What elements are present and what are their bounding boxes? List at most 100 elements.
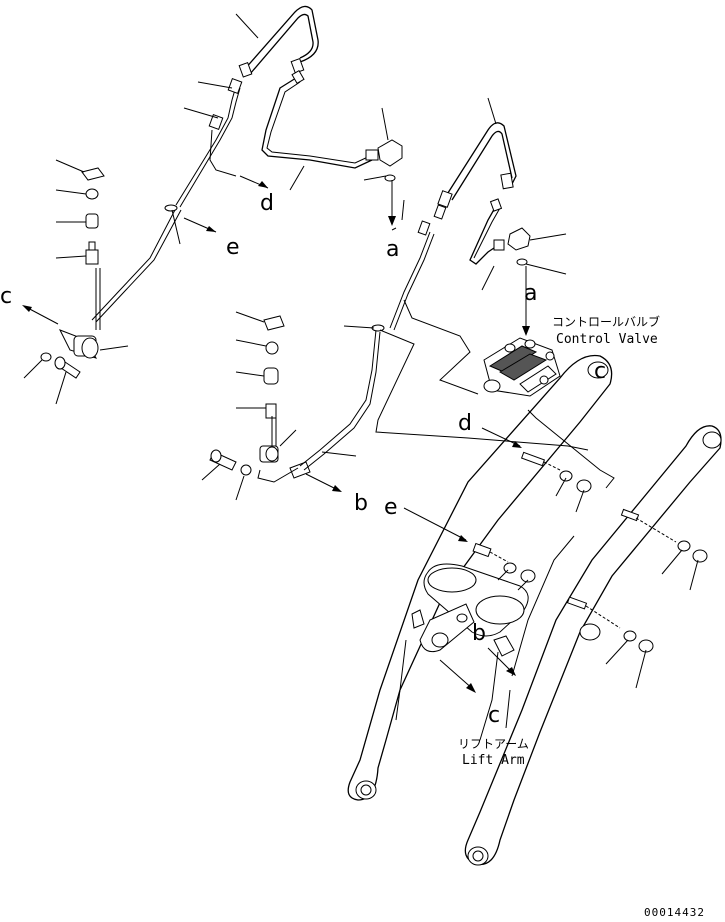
lift-arm-label-jp: リフトアーム	[458, 737, 529, 751]
drawing-code: 00014432	[644, 906, 705, 919]
pipe-fitting	[489, 198, 503, 212]
hose-loop-left	[243, 5, 319, 71]
label-d: d	[260, 191, 274, 216]
nut	[85, 188, 99, 200]
leader-line	[481, 265, 495, 291]
o-ring	[384, 174, 396, 182]
arrowhead	[522, 326, 530, 336]
leader-line	[235, 339, 267, 347]
valve-section	[488, 345, 538, 373]
arrowhead	[458, 535, 468, 542]
valve-section	[499, 353, 548, 381]
arm-pin-hole	[587, 361, 609, 379]
lift-arm-assembly	[347, 354, 722, 866]
bolt-head	[54, 356, 66, 370]
nut	[265, 341, 279, 355]
route-line	[403, 299, 479, 395]
nut	[576, 479, 592, 493]
arrow-b-right	[487, 647, 513, 673]
control-valve-label-en: Control Valve	[556, 332, 658, 347]
label-e: e	[384, 495, 398, 520]
valve-port	[539, 375, 549, 385]
valve-section	[519, 365, 557, 393]
arm-clip	[566, 596, 588, 610]
label-b: b	[354, 491, 368, 516]
arrow-e-right	[403, 507, 467, 541]
label-a: a	[386, 237, 399, 262]
arm-clip	[620, 508, 640, 522]
leader-line	[23, 359, 43, 379]
route-line	[375, 329, 589, 451]
leader-line	[289, 165, 305, 191]
leader-line	[55, 255, 87, 259]
tube	[91, 207, 177, 321]
leader-line	[235, 13, 259, 39]
clamp	[493, 635, 515, 657]
arm-clip	[520, 451, 546, 467]
tube-fitting	[227, 78, 243, 94]
leader-line	[689, 559, 699, 591]
leader-line	[55, 189, 87, 195]
cross-tube-end	[475, 595, 525, 625]
leader-line	[99, 345, 129, 351]
leader-line	[401, 199, 405, 221]
tube	[393, 233, 435, 331]
hose-loop-right-inner	[451, 130, 513, 201]
pipe	[469, 205, 501, 265]
pipe-inner	[473, 207, 501, 259]
leader-line	[279, 429, 297, 447]
pipe-inner	[266, 81, 371, 164]
arm-pin-inner	[360, 784, 372, 796]
valve-port	[504, 343, 516, 353]
tube	[175, 85, 237, 206]
leader-line	[555, 477, 567, 497]
clip	[263, 315, 285, 331]
leader-line	[605, 639, 629, 665]
arrowhead	[22, 305, 32, 312]
bracket	[289, 461, 311, 479]
o-ring	[516, 258, 528, 266]
arm-pin-hole	[579, 623, 601, 641]
tube	[299, 329, 377, 467]
arrowhead	[258, 181, 268, 188]
left-hose-assembly	[22, 5, 403, 405]
leader-line	[381, 107, 389, 141]
union	[85, 213, 99, 229]
nut	[638, 639, 654, 653]
dashed-line	[543, 461, 561, 471]
label-b: b	[472, 621, 486, 646]
label-c: c	[488, 703, 500, 728]
tube-fitting	[208, 114, 224, 130]
arm-pin-hole	[702, 431, 722, 449]
middle-hose-assembly	[201, 311, 385, 501]
label-a: a	[524, 281, 537, 306]
hose-fitting	[437, 190, 453, 208]
lift-arm-left	[347, 354, 613, 801]
plate-hole	[431, 632, 449, 648]
valve-port	[524, 339, 536, 349]
dashed-line	[635, 517, 677, 543]
connector	[85, 249, 99, 265]
leader-line	[235, 371, 265, 377]
arrowhead	[332, 485, 342, 492]
tube	[257, 467, 299, 483]
plate-hole	[456, 613, 468, 623]
washer	[677, 540, 691, 552]
route-line	[527, 409, 615, 489]
arm-hose	[479, 651, 499, 741]
pipe-fitting	[291, 69, 305, 85]
washer	[40, 352, 52, 362]
leader-line	[661, 549, 683, 575]
leader-line	[343, 325, 375, 329]
leader-line	[391, 227, 397, 231]
control-valve-label-jp: コントロールバルブ	[552, 314, 660, 329]
leader-line	[235, 311, 265, 323]
arrowhead	[466, 683, 476, 693]
nut	[520, 569, 536, 583]
union	[263, 367, 279, 385]
leader-line	[55, 371, 67, 405]
tube	[209, 129, 237, 177]
hose-loop-left-inner	[249, 13, 314, 75]
hose-loop-right	[445, 122, 517, 197]
